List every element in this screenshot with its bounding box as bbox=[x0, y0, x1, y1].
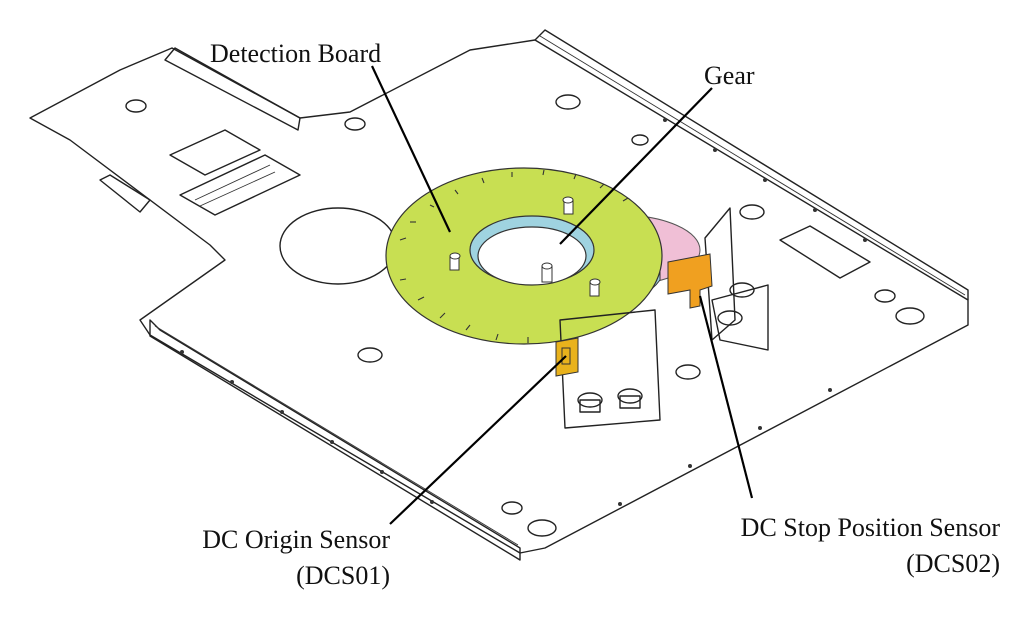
origin-sensor-leader bbox=[389, 355, 567, 525]
origin-sensor-bracket bbox=[559, 309, 661, 429]
origin-sensor-id-label: (DCS01) bbox=[296, 561, 390, 590]
stop-sensor bbox=[667, 253, 713, 309]
detection-board-label: Detection Board bbox=[210, 39, 381, 68]
origin-sensor-label: DC Origin Sensor bbox=[202, 525, 390, 554]
gear-leader bbox=[559, 87, 713, 245]
stop-sensor-label: DC Stop Position Sensor bbox=[741, 513, 1001, 542]
stop-sensor-bracket bbox=[704, 207, 769, 351]
detection-board-leader bbox=[371, 65, 451, 233]
gear-label: Gear bbox=[704, 61, 755, 90]
stop-sensor-id-label: (DCS02) bbox=[906, 549, 1000, 578]
origin-sensor bbox=[555, 337, 579, 377]
stop-sensor-leader bbox=[698, 295, 754, 499]
detection-board bbox=[385, 167, 663, 345]
base-plate bbox=[29, 29, 969, 561]
center-hole bbox=[477, 226, 587, 286]
